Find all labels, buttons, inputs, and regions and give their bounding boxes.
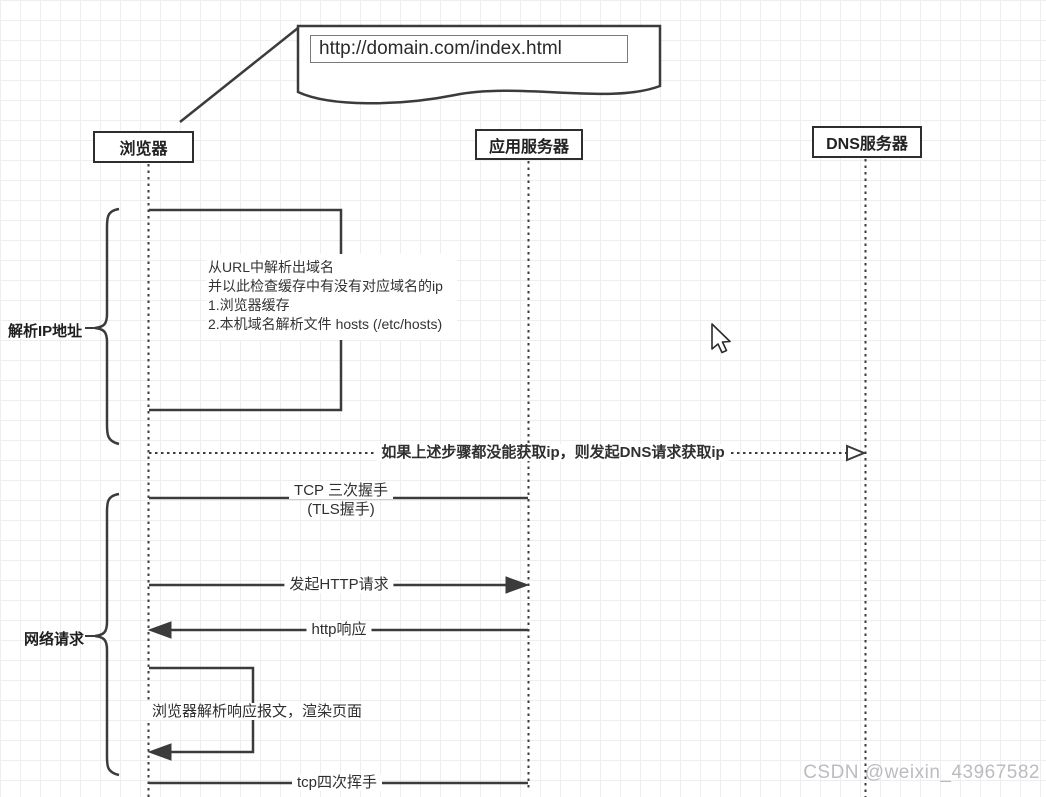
note-parse-url-line4: 2.本机域名解析文件 hosts (/etc/hosts) [208, 316, 443, 332]
group-label-network-request: 网络请求 [24, 631, 85, 648]
note-parse-url-line3: 1.浏览器缓存 [208, 297, 290, 313]
message-label-tls-handshake: (TLS握手) [307, 501, 375, 518]
watermark-text: CSDN @weixin_43967582 [803, 762, 1040, 783]
lifeline-header-app-server: 应用服务器 [475, 129, 583, 160]
http-response-arrowhead [147, 621, 172, 639]
message-label-http-response: http响应 [306, 621, 372, 638]
url-label: http://domain.com/index.html [310, 35, 628, 63]
message-label-tcp-handshake: TCP 三次握手 [289, 482, 393, 499]
network-request-brace [94, 492, 120, 777]
message-label-dns-fallback: 如果上述步骤都没能获取ip，则发起DNS请求获取ip [376, 444, 730, 461]
http-request-arrowhead [505, 576, 530, 594]
resolve-ip-brace [94, 207, 120, 446]
group-label-resolve-ip: 解析IP地址 [8, 323, 83, 340]
message-label-tcp-wave: tcp四次挥手 [291, 774, 383, 791]
browser-to-document-connector [179, 27, 299, 123]
lifeline-header-browser: 浏览器 [93, 131, 194, 163]
dns-request-arrowhead [846, 444, 867, 462]
lifeline-header-dns-server: DNS服务器 [812, 126, 922, 158]
note-parse-url-line1: 从URL中解析出域名 [208, 259, 335, 275]
render-loop-arrowhead [147, 743, 172, 761]
note-parse-url: 从URL中解析出域名 并以此检查缓存中有没有对应域名的ip 1.浏览器缓存 2.… [206, 254, 457, 340]
message-label-http-request: 发起HTTP请求 [284, 576, 394, 593]
mouse-cursor-icon [711, 323, 731, 354]
note-render-page: 浏览器解析响应报文，渲染页面 [146, 703, 368, 720]
note-parse-url-line2: 并以此检查缓存中有没有对应域名的ip [208, 278, 443, 294]
